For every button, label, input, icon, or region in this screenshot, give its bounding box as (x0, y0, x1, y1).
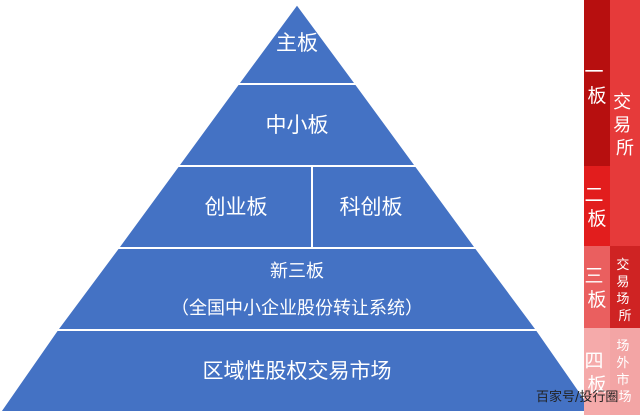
venue-trading-place-label: 交 易 场 所 (616, 257, 633, 324)
watermark-text: 百家号/投行圈 (536, 390, 619, 405)
board-level-2 (584, 166, 610, 246)
board-level-3-label: 三 板 (584, 265, 609, 311)
tier-star-market-label: 科创板 (340, 195, 403, 219)
board-level-1 (584, 0, 610, 166)
tier-chinext-label: 创业板 (205, 195, 268, 219)
tier-neeq-label: 新三板 (270, 261, 324, 282)
board-levels-panel: 一 板 二 板 三 板 四 板 (584, 0, 610, 415)
board-level-4 (584, 328, 610, 415)
tier-neeq-sublabel: （全国中小企业股份转让系统） (171, 298, 423, 319)
venue-exchange (610, 0, 640, 246)
board-level-1-label: 一 板 (584, 61, 609, 107)
venue-otc-market (610, 328, 640, 415)
venue-trading-place (610, 246, 640, 328)
tier-main-board-label: 主板 (276, 31, 318, 55)
venue-otc-market-label: 场 外 市 场 (616, 339, 633, 405)
tier-sme-board-label: 中小板 (266, 113, 329, 137)
board-level-4-label: 四 板 (584, 350, 609, 396)
venue-panel: 交 易 所 交 易 场 所 场 外 市 场 (610, 0, 640, 415)
venue-exchange-label: 交 易 所 (613, 92, 637, 159)
board-level-2-label: 二 板 (584, 184, 609, 230)
tier-regional-label: 区域性股权交易市场 (203, 359, 392, 383)
board-level-3 (584, 246, 610, 328)
